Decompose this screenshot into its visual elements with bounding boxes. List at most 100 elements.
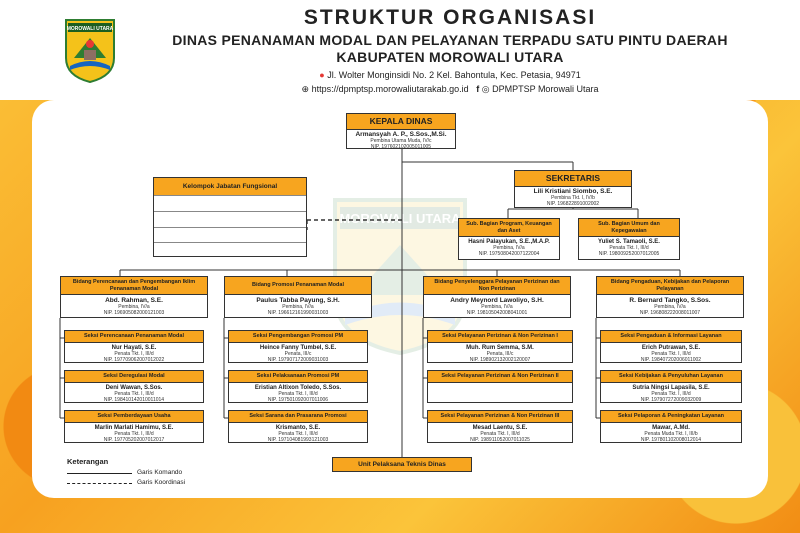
sekretaris-rank: Pembina Tkt. I, IV/b bbox=[551, 195, 595, 201]
seksi-head-name: Nur Hayati, S.E. bbox=[111, 345, 157, 351]
bidang-head-rank: Pembina, IV/a bbox=[481, 304, 513, 310]
dashed-line-icon bbox=[67, 483, 132, 484]
seksi-head-nip: NIP. 197801102008012014 bbox=[640, 437, 702, 443]
sekretaris-name: Lili Kristiani Siombo, S.E. bbox=[533, 188, 613, 195]
kepala-dinas-name: Armansyah A. P., S.Sos.,M.Si. bbox=[355, 131, 447, 138]
seksi-head-nip: NIP. 197104081993121003 bbox=[267, 437, 329, 443]
regency-name: KABUPATEN MOROWALI UTARA bbox=[336, 49, 564, 65]
bidang-head-rank: Pembina, IV/a bbox=[282, 304, 314, 310]
seksi-head-name: Sutria Ningsi Lapasila, S.E. bbox=[632, 385, 710, 391]
seksi-box: Seksi Perencanaan Penanaman Modal Nur Ha… bbox=[64, 330, 204, 363]
sekretaris-box: SEKRETARIS Lili Kristiani Siombo, S.E. P… bbox=[514, 170, 632, 208]
seksi-head-name: Marlin Marlati Hamimu, S.E. bbox=[94, 425, 174, 431]
seksi-head-nip: NIP. 197709062007012022 bbox=[103, 357, 165, 363]
regency-logo: MOROWALI UTARA bbox=[65, 19, 115, 84]
fungsional-row bbox=[154, 226, 306, 243]
seksi-head-name: Heince Fanny Tumbel, S.E. bbox=[259, 345, 337, 351]
fungsional-row bbox=[154, 210, 306, 227]
upt-box: Unit Pelaksana Teknis Dinas bbox=[332, 457, 472, 472]
seksi-head-name: Mawar, A.Md. bbox=[652, 425, 690, 431]
seksi-box: Seksi Pelayanan Perizinan & Non Perizina… bbox=[427, 330, 573, 363]
header: MOROWALI UTARA STRUKTUR ORGANISASI DINAS… bbox=[0, 0, 800, 100]
address-line: ● Jl. Wolter Monginsidi No. 2 Kel. Bahon… bbox=[130, 70, 770, 80]
seksi-head-rank: Penata Tkt. I, III/d bbox=[651, 351, 691, 357]
seksi-head-nip: NIP. 198407202006011002 bbox=[640, 357, 702, 363]
sekretaris-title: SEKRETARIS bbox=[515, 171, 631, 187]
seksi-box: Seksi Pengaduan & Informasi Layanan Eric… bbox=[600, 330, 742, 363]
fungsional-row bbox=[154, 195, 306, 211]
seksi-head-rank: Penata Tkt. I, III/d bbox=[480, 431, 520, 437]
sekretaris-nip: NIP. 196822891002002 bbox=[546, 201, 600, 207]
seksi-head-nip: NIP. 197501092007011006 bbox=[267, 397, 329, 403]
bidang-penyelenggara-box: Bidang Penyelenggara Pelayanan Perizinan… bbox=[423, 276, 571, 318]
bidang-head-rank: Pembina, IV/a bbox=[118, 304, 150, 310]
website-link[interactable]: https://dpmptsp.morowaliutarakab.go.id bbox=[311, 84, 469, 94]
bidang-pengaduan-box: Bidang Pengaduan, Kebijakan dan Pelapora… bbox=[596, 276, 744, 318]
seksi-head-rank: Penata Tkt. I, III/d bbox=[278, 391, 318, 397]
bidang-title: Bidang Penyelenggara Pelayanan Perizinan… bbox=[424, 277, 570, 295]
watermark-text: MOROWALI UTARA bbox=[339, 211, 461, 226]
seksi-box: Seksi Pelaporan & Peningkatan Layanan Ma… bbox=[600, 410, 742, 443]
fungsional-title: Kelompok Jabatan Fungsional bbox=[154, 178, 306, 195]
seksi-title: Seksi Pengembangan Promosi PM bbox=[229, 331, 367, 343]
upt-title: Unit Pelaksana Teknis Dinas bbox=[333, 458, 471, 471]
seksi-title: Seksi Kebijakan & Penyuluhan Layanan bbox=[601, 371, 741, 383]
legend-komando-label: Garis Komando bbox=[137, 469, 183, 476]
seksi-box: Seksi Pelayanan Perizinan & Non Perizina… bbox=[427, 410, 573, 443]
bidang-head-nip: NIP. 196808222008011007 bbox=[639, 310, 701, 316]
seksi-head-rank: Penata Tkt. I, III/d bbox=[278, 431, 318, 437]
bidang-head-name: R. Bernard Tangko, S.Sos. bbox=[629, 297, 711, 304]
bidang-promosi-box: Bidang Promosi Penanaman Modal Paulus Ta… bbox=[224, 276, 372, 318]
seksi-title: Seksi Pemberdayaan Usaha bbox=[65, 411, 203, 423]
kepala-dinas-title: KEPALA DINAS bbox=[347, 114, 455, 130]
seksi-head-rank: Penata Tkt. I, III/d bbox=[114, 351, 154, 357]
seksi-box: Seksi Kebijakan & Penyuluhan Layanan Sut… bbox=[600, 370, 742, 403]
social-handle[interactable]: DPMPTSP Morowali Utara bbox=[492, 84, 599, 94]
seksi-box: Seksi Pelayanan Perizinan & Non Perizina… bbox=[427, 370, 573, 403]
seksi-head-rank: Penata Tkt. I, III/d bbox=[114, 391, 154, 397]
seksi-head-rank: Penata Tkt. I, III/d bbox=[114, 431, 154, 437]
fungsional-row bbox=[154, 242, 306, 258]
seksi-head-name: Eristian Altixon Toledo, S.Sos. bbox=[254, 385, 342, 391]
subbagian-program-box: Sub. Bagian Program, Keuangan dan Aset H… bbox=[458, 218, 560, 260]
bidang-head-rank: Pembina, IV/a bbox=[654, 304, 686, 310]
page-title: STRUKTUR ORGANISASI bbox=[303, 6, 597, 29]
seksi-title: Seksi Sarana dan Prasarana Promosi bbox=[229, 411, 367, 423]
seksi-head-rank: Penata Muda Tkt. I, III/b bbox=[644, 431, 698, 437]
seksi-head-name: Krismanto, S.E. bbox=[275, 425, 321, 431]
seksi-title: Seksi Deregulasi Modal bbox=[65, 371, 203, 383]
bidang-head-name: Abd. Rahman, S.E. bbox=[105, 297, 163, 304]
contact-line: ⊕ https://dpmptsp.morowaliutarakab.go.id… bbox=[130, 84, 770, 95]
seksi-title: Seksi Pelayanan Perizinan & Non Perizina… bbox=[428, 331, 572, 343]
instagram-icon: ◎ bbox=[481, 84, 490, 94]
seksi-title: Seksi Pelaksanaan Promosi PM bbox=[229, 371, 367, 383]
seksi-box: Seksi Deregulasi Modal Deni Wawan, S.Sos… bbox=[64, 370, 204, 403]
bidang-title: Bidang Perencanaan dan Pengembangan Ikli… bbox=[61, 277, 207, 295]
subbagian-program-nip: NIP. 197508042007122004 bbox=[478, 251, 540, 257]
subbagian-umum-rank: Penata Tkt. I, III/d bbox=[609, 245, 649, 251]
seksi-title: Seksi Perencanaan Penanaman Modal bbox=[65, 331, 203, 343]
subbagian-program-title: Sub. Bagian Program, Keuangan dan Aset bbox=[459, 219, 559, 237]
subbagian-program-name: Hasni Palayukan, S.E.,M.A.P. bbox=[468, 239, 550, 245]
seksi-head-nip: NIP. 198410142010011014 bbox=[103, 397, 165, 403]
seksi-head-rank: Penata, III/c bbox=[486, 351, 514, 357]
fungsional-box: Kelompok Jabatan Fungsional bbox=[153, 177, 307, 257]
bidang-head-nip: NIP. 196905082000121003 bbox=[103, 310, 165, 316]
seksi-box: Seksi Pelaksanaan Promosi PM Eristian Al… bbox=[228, 370, 368, 403]
logo-text: MOROWALI UTARA bbox=[67, 26, 114, 32]
seksi-box: Seksi Pengembangan Promosi PM Heince Fan… bbox=[228, 330, 368, 363]
kepala-dinas-box: KEPALA DINAS Armansyah A. P., S.Sos.,M.S… bbox=[346, 113, 456, 150]
bidang-title: Bidang Promosi Penanaman Modal bbox=[225, 277, 371, 295]
seksi-head-nip: NIP. 197907172009031003 bbox=[267, 357, 329, 363]
subbagian-umum-nip: NIP. 198009252007012005 bbox=[598, 251, 660, 257]
seksi-head-nip: NIP. 197705202007012017 bbox=[103, 437, 165, 443]
seksi-box: Seksi Pemberdayaan Usaha Marlin Marlati … bbox=[64, 410, 204, 443]
seksi-head-nip: NIP. 198911052007011025 bbox=[470, 437, 530, 443]
solid-line-icon bbox=[67, 473, 132, 474]
facebook-icon: f bbox=[476, 84, 480, 94]
seksi-head-name: Erich Putrawan, S.E. bbox=[641, 345, 701, 351]
seksi-head-name: Muh. Rum Semma, S.M. bbox=[466, 345, 534, 351]
seksi-box: Seksi Sarana dan Prasarana Promosi Krism… bbox=[228, 410, 368, 443]
legend-komando: Garis Komando bbox=[67, 469, 207, 479]
